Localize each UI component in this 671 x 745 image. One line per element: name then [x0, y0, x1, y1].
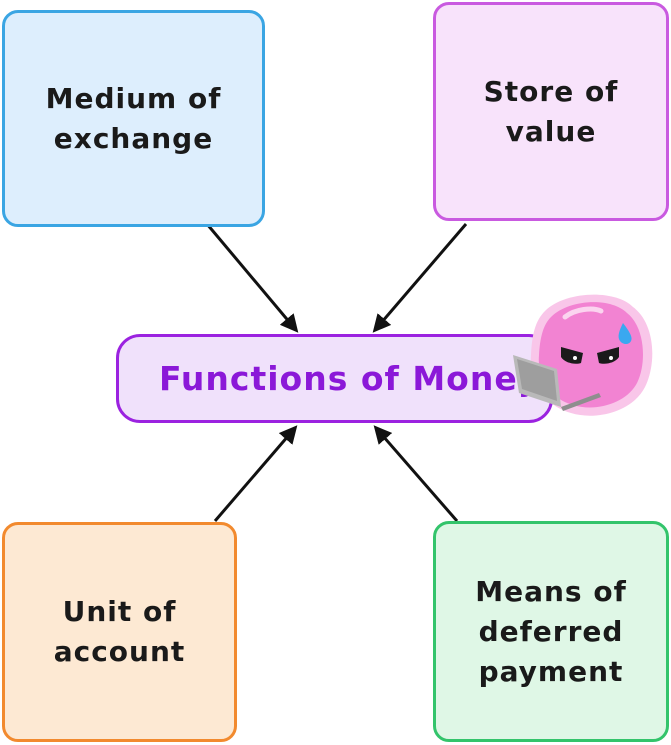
- node-label-medium: Medium of exchange: [45, 81, 222, 155]
- node-label-store: Store of value: [483, 74, 619, 148]
- arrow-medium-to-center: [205, 223, 299, 333]
- center-node-functions-of-money: Functions of Money: [116, 334, 553, 423]
- arrow-deferred-to-center: [373, 425, 459, 522]
- node-store-of-value: Store of value: [433, 2, 669, 221]
- pink-blob-mascot-icon: [513, 294, 653, 416]
- node-label-unit: Unit of account: [53, 595, 186, 668]
- arrow-unit-to-center: [213, 425, 298, 522]
- node-unit-of-account: Unit of account: [2, 522, 237, 742]
- center-title: Functions of Money: [159, 359, 541, 398]
- node-means-of-deferred-payment: Means of deferred payment: [433, 521, 669, 742]
- arrow-store-to-center: [372, 223, 468, 333]
- node-label-deferred: Means of deferred payment: [475, 574, 627, 688]
- node-medium-of-exchange: Medium of exchange: [2, 10, 265, 227]
